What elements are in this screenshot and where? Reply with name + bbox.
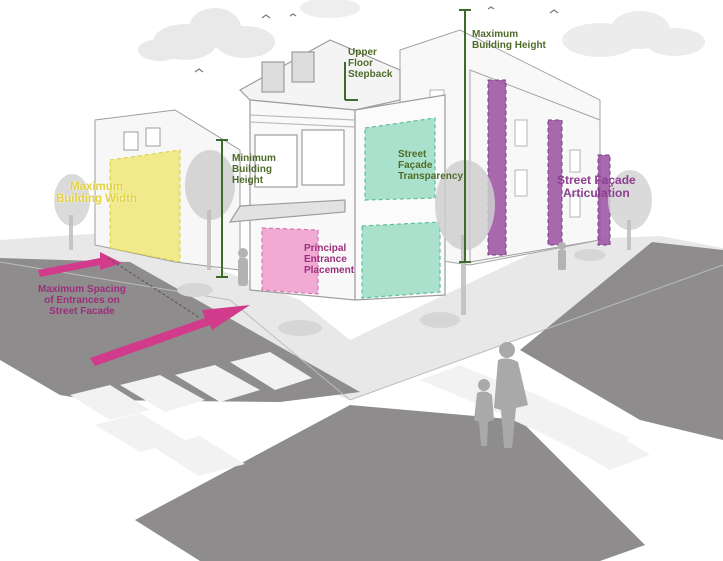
label-line: Height	[232, 176, 276, 187]
label-line: Street Façade	[557, 174, 636, 187]
label-line: Entrance	[304, 255, 354, 266]
upper-floor-stepback-label: Upper Floor Stepback	[348, 48, 392, 80]
label-line: Maximum	[56, 181, 137, 193]
principal-entrance-placement-label: Principal Entrance Placement	[304, 244, 354, 276]
label-line: Articulation	[557, 187, 636, 200]
label-line: Floor	[348, 59, 392, 70]
label-line: Building Width	[56, 193, 137, 205]
label-line: Façade	[398, 161, 463, 172]
label-line: of Entrances on	[38, 296, 126, 307]
label-line: Placement	[304, 266, 354, 277]
label-line: Transparency	[398, 172, 463, 183]
label-line: Building Height	[472, 41, 546, 52]
minimum-building-height-label: Minimum Building Height	[232, 154, 276, 186]
street-facade-articulation-label: Street Façade Articulation	[557, 174, 636, 200]
maximum-building-height-label: Maximum Building Height	[472, 30, 546, 52]
label-line: Building	[232, 165, 276, 176]
maximum-spacing-entrances-label: Maximum Spacing of Entrances on Street F…	[38, 285, 126, 317]
maximum-building-width-label: Maximum Building Width	[56, 181, 137, 206]
street-facade-transparency-label: Street Façade Transparency	[398, 150, 463, 182]
label-line: Stepback	[348, 70, 392, 81]
cloud-icon	[300, 0, 360, 18]
cloud-icon	[562, 11, 705, 57]
cloud-icon	[138, 8, 275, 61]
label-line: Street Facade	[38, 307, 126, 318]
